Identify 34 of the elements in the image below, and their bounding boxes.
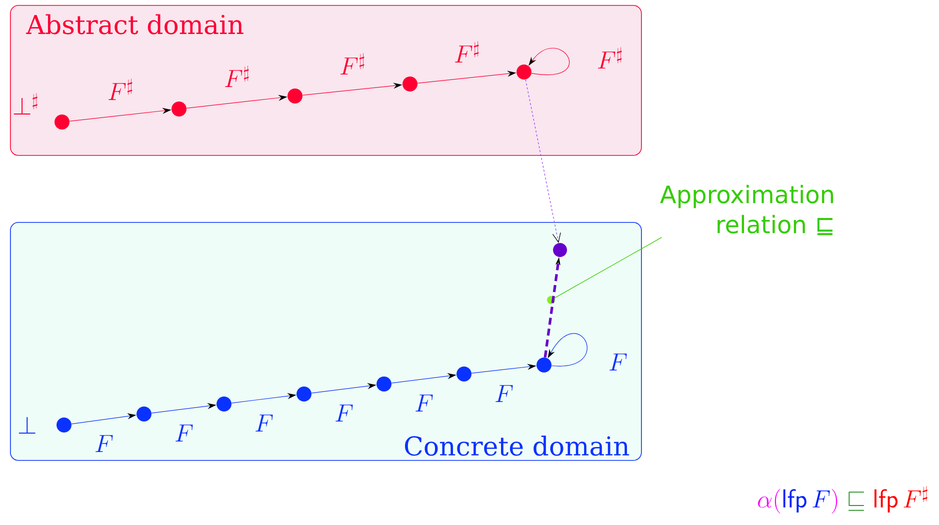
dot	[136, 406, 152, 422]
dot	[402, 76, 418, 92]
dot	[456, 366, 472, 382]
edge-label: $F$	[256, 414, 273, 432]
edge-label: $F^\sharp$	[108, 78, 132, 100]
dot	[376, 376, 392, 392]
edge-label: $F^\sharp$	[455, 41, 479, 63]
dot	[54, 114, 70, 130]
edge-label: $F$	[176, 424, 193, 442]
dot	[516, 64, 532, 80]
dot	[172, 102, 186, 116]
dot	[288, 88, 302, 104]
dot	[536, 358, 552, 372]
dot	[547, 296, 555, 304]
dot	[553, 243, 567, 257]
bottom-symbol: $\bot$	[18, 417, 36, 434]
annotation-text: Approximation relation ⊑	[660, 184, 834, 236]
leader-line	[554, 237, 662, 298]
arrow	[525, 79, 561, 243]
arrow	[528, 48, 570, 76]
edge-label: $F$	[416, 394, 433, 412]
edge-label: $F^\sharp$	[340, 53, 364, 75]
bottom-symbol: $\bot^\sharp$	[14, 93, 38, 115]
edge-label: $F$	[96, 435, 113, 452]
arrow	[548, 333, 588, 366]
edge-label: $F$	[496, 385, 513, 402]
dot	[56, 418, 72, 432]
edge-label: $F$	[610, 354, 627, 370]
edge-label: $F^\sharp$	[598, 47, 622, 69]
edge-label: $F^\sharp$	[225, 66, 249, 88]
edge-label: $F$	[336, 404, 353, 422]
dot	[216, 396, 232, 412]
formula: $\textcolor[HTML]{FF00FF}{\alpha(}\textcolor[HTML]{0022FF}{\mathsf{lfp}\,F}\textcolor[HTML]{FF00FF}{)}\;\textcolor[HTML]{339933}{\sqsubseteq}\;\textcolor[HTML]{FF0000}{\mathsf{lfp}\,F^\sharp}$	[758, 486, 928, 514]
dot	[296, 386, 312, 402]
